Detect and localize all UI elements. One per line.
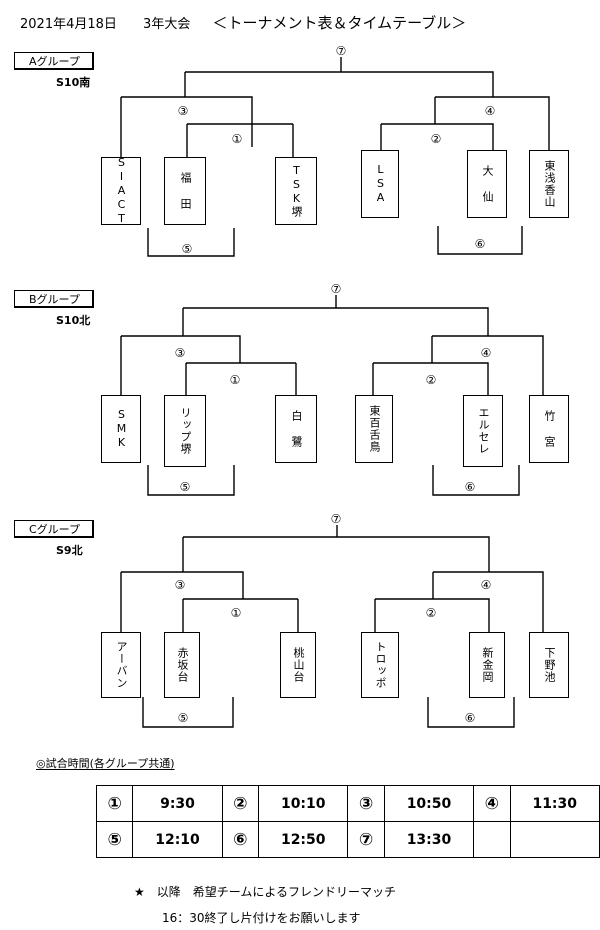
schedule-match-number: ② [221, 785, 260, 822]
schedule-match-number: ④ [473, 785, 511, 822]
schedule-match-number: ⑦ [347, 821, 385, 858]
schedule-match-time: 12:10 [132, 821, 223, 858]
group-venue: S9北 [56, 544, 83, 557]
match-number: ⑦ [335, 44, 347, 58]
match-box-5 [142, 697, 234, 728]
bracket-path [120, 295, 544, 395]
document-title: ＜トーナメント表＆タイムテーブル＞ [212, 14, 467, 32]
bracket-lines [120, 295, 544, 496]
match-box-6 [437, 226, 523, 255]
match-number: ③ [174, 346, 186, 360]
footer-note-friendly-match: ★ 以降 希望チームによるフレンドリーマッチ [134, 885, 397, 899]
team-box: トロッポ [361, 632, 399, 698]
match-number: ⑥ [474, 237, 486, 251]
team-box: 桃山台 [280, 632, 316, 698]
bracket-path [120, 57, 550, 157]
match-box-6 [432, 465, 520, 496]
team-box: 新金岡 [469, 632, 505, 698]
match-number: ⑦ [330, 512, 342, 526]
team-box: 下野池 [529, 632, 569, 698]
page-title: 2021年4月18日 3年大会 ＜トーナメント表＆タイムテーブル＞ [20, 12, 466, 33]
match-number: ① [231, 132, 243, 146]
schedule-match-time [509, 821, 600, 858]
match-number: ② [425, 606, 437, 620]
schedule-match-number: ⑤ [95, 821, 134, 858]
match-number: ⑤ [179, 480, 191, 494]
group-label: Bグループ [14, 290, 94, 308]
match-number: ④ [484, 104, 496, 118]
team-box: 東浅香山 [529, 150, 569, 218]
group-label: Aグループ [14, 52, 94, 70]
match-number: ① [230, 606, 242, 620]
team-box: 福 田 [164, 157, 206, 225]
bracket-group-2: Bグループ S10北 SMK リップ堺 白 鷺東百舌鳥 エルセレ竹 宮 ① ② ③ ④ ⑤ ⑥ ⑦ [0, 282, 600, 520]
schedule-match-number: ⑥ [221, 821, 260, 858]
team-box: SIACT [101, 156, 141, 226]
group-venue: S10北 [56, 314, 91, 327]
schedule-match-time: 11:30 [509, 785, 600, 822]
match-number: ② [430, 132, 442, 146]
bracket-path [120, 525, 544, 632]
match-number: ⑦ [330, 282, 342, 296]
group-venue: S10南 [56, 76, 91, 89]
match-box-6 [427, 697, 515, 728]
team-box: アーバン [101, 632, 141, 698]
bracket-group-3: Cグループ S9北アーバン赤坂台 桃山台 トロッポ 新金岡下野池 ① ② ③ ④ ⑤ ⑥ ⑦ [0, 512, 600, 750]
bracket-lines [120, 57, 550, 257]
team-box: 竹 宮 [529, 395, 569, 463]
bracket-group-1: Aグループ S10南 SIACT 福 田 TSK堺 LSA 大 仙東浅香山 ① ② ③ ④ ⑤ ⑥ ⑦ [0, 44, 600, 282]
team-box: 東百舌鳥 [355, 395, 393, 463]
match-box-5 [147, 228, 235, 257]
team-box: SMK [101, 395, 141, 463]
team-box: TSK堺 [275, 157, 317, 225]
team-box: エルセレ [463, 395, 503, 467]
schedule-match-number: ① [95, 785, 134, 822]
schedule-match-time: 10:50 [383, 785, 475, 822]
match-number: ⑤ [177, 711, 189, 725]
match-box-5 [147, 465, 235, 496]
team-box: 赤坂台 [164, 632, 200, 698]
team-box: LSA [361, 150, 399, 218]
schedule-match-number: ③ [347, 785, 385, 822]
schedule-title: ◎試合時間(各グループ共通) [36, 757, 175, 770]
event-name: 3年大会 [143, 17, 191, 32]
match-number: ④ [480, 578, 492, 592]
schedule-match-time: 13:30 [383, 821, 475, 858]
footer-note-cleanup: 16：30終了し片付けをお願いします [162, 911, 361, 925]
match-number: ⑥ [464, 711, 476, 725]
schedule-match-time: 9:30 [132, 785, 223, 822]
schedule-match-time: 12:50 [258, 821, 349, 858]
match-number: ⑥ [464, 480, 476, 494]
match-number: ④ [480, 346, 492, 360]
team-box: 白 鷺 [275, 395, 317, 463]
match-number: ③ [174, 578, 186, 592]
team-box: リップ堺 [164, 395, 206, 467]
team-box: 大 仙 [467, 150, 507, 218]
schedule-match-time: 10:10 [258, 785, 349, 822]
match-number: ⑤ [181, 242, 193, 256]
match-number: ② [425, 373, 437, 387]
schedule-match-number [473, 821, 511, 858]
group-label: Cグループ [14, 520, 94, 538]
bracket-lines [120, 525, 544, 728]
match-number: ① [229, 373, 241, 387]
match-number: ③ [177, 104, 189, 118]
event-date: 2021年4月18日 [20, 17, 117, 32]
